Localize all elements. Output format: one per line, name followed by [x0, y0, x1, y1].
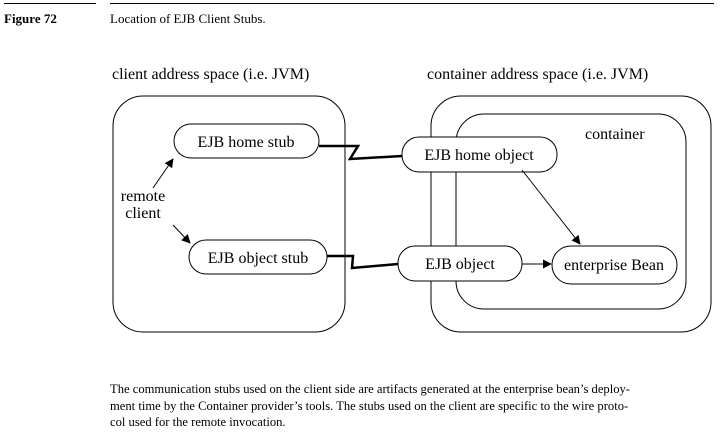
home-object-to-bean-arrow	[521, 169, 581, 245]
home-wire-connection	[319, 144, 403, 161]
header-rule-right	[110, 3, 714, 4]
description-paragraph: The communication stubs used on the clie…	[110, 381, 714, 431]
enterprise-bean-label: enterprise Bean	[564, 257, 664, 274]
ejb-home-stub-node	[173, 123, 320, 159]
enterprise-bean-node	[551, 245, 678, 285]
remote-client-label-line2: client	[125, 205, 161, 222]
ejb-home-stub-label: EJB home stub	[198, 134, 295, 151]
remote-client-to-object-stub-arrow	[172, 224, 191, 244]
client-address-space-box	[112, 95, 346, 333]
description-line: ment time by the Container provider’s to…	[110, 398, 629, 413]
ejb-object-label: EJB object	[425, 256, 495, 273]
container-label: container	[585, 126, 645, 143]
header-rule-left	[4, 3, 96, 4]
container-address-space-label: container address space (i.e. JVM)	[427, 66, 648, 83]
figure-number: Figure 72	[4, 11, 57, 26]
ejb-home-object-label: EJB home object	[424, 147, 534, 164]
remote-client-to-home-stub-arrow	[152, 158, 174, 189]
ejb-object-stub-label: EJB object stub	[208, 250, 308, 267]
object-wire-connection	[327, 254, 399, 270]
description-line: col used for the remote invocation.	[110, 415, 286, 429]
container-box	[455, 113, 687, 310]
remote-client-label-line1: remote	[121, 188, 165, 205]
figure-caption: Location of EJB Client Stubs.	[110, 11, 266, 26]
container-address-space-box	[430, 95, 712, 333]
ejb-home-object-node	[401, 136, 558, 173]
client-address-space-label: client address space (i.e. JVM)	[112, 66, 309, 83]
description-line: The communication stubs used on the clie…	[110, 382, 631, 396]
